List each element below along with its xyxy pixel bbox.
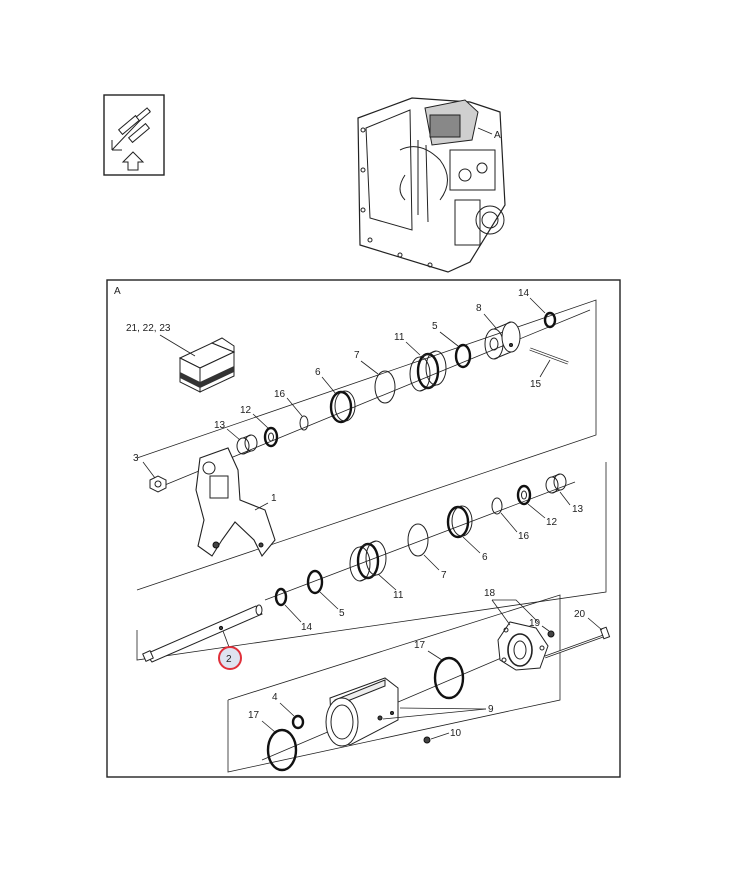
callout-6-upper: 6 bbox=[315, 367, 321, 378]
part-11-piston-upper[interactable] bbox=[409, 350, 447, 392]
group-outline-middle bbox=[136, 462, 607, 661]
detail-frame bbox=[106, 279, 621, 778]
callout-3: 3 bbox=[133, 453, 139, 464]
transmission-overview-illustration: A bbox=[357, 97, 506, 273]
part-15-pin[interactable] bbox=[529, 347, 569, 365]
callout-2: 2 bbox=[226, 654, 232, 665]
part-13-bushing-upper[interactable] bbox=[236, 434, 258, 455]
part-17-o-ring-right[interactable] bbox=[433, 656, 465, 700]
part-3-nut[interactable] bbox=[149, 475, 167, 493]
part-7-ring-upper[interactable] bbox=[374, 370, 396, 404]
overview-label-a: A bbox=[494, 130, 501, 141]
part-11-piston-lower[interactable] bbox=[349, 540, 387, 582]
part-5-ring-upper[interactable] bbox=[454, 343, 472, 369]
callout-16-lower: 16 bbox=[518, 531, 530, 542]
part-6-piston-ring-upper[interactable] bbox=[329, 390, 356, 424]
part-10-plug[interactable] bbox=[423, 736, 431, 744]
callout-13-upper: 13 bbox=[214, 420, 226, 431]
callout-6-lower: 6 bbox=[482, 552, 488, 563]
part-9-cylinder-housing[interactable] bbox=[325, 677, 399, 747]
callout-18: 18 bbox=[484, 588, 496, 599]
callout-11-lower: 11 bbox=[393, 590, 404, 601]
part-16-ring-lower[interactable] bbox=[491, 497, 503, 515]
callout-10: 10 bbox=[450, 728, 462, 739]
orientation-arrow-icon bbox=[103, 94, 165, 176]
part-2-highlight[interactable]: 2 bbox=[218, 646, 242, 670]
part-2-shift-rod[interactable] bbox=[142, 604, 263, 663]
part-12-seal-upper[interactable] bbox=[263, 426, 279, 448]
callout-5-upper: 5 bbox=[432, 321, 438, 332]
part-6-piston-ring-lower[interactable] bbox=[446, 505, 473, 539]
part-18-end-cover[interactable] bbox=[497, 621, 549, 671]
callout-19: 19 bbox=[529, 618, 541, 629]
callout-9: 9 bbox=[488, 704, 494, 715]
callout-14-lower: 14 bbox=[301, 622, 313, 633]
callout-7-lower: 7 bbox=[441, 570, 447, 581]
part-1-shift-fork[interactable] bbox=[195, 447, 276, 558]
kit-box-icon bbox=[178, 337, 236, 393]
part-4-washer[interactable] bbox=[291, 714, 305, 730]
callout-11-upper: 11 bbox=[394, 332, 405, 343]
callout-8: 8 bbox=[476, 303, 482, 314]
part-13-bushing-lower[interactable] bbox=[545, 473, 567, 494]
part-7-ring-lower[interactable] bbox=[407, 523, 429, 557]
callout-16-upper: 16 bbox=[274, 389, 286, 400]
part-14-ring-upper[interactable] bbox=[543, 311, 557, 329]
part-20-bolt[interactable] bbox=[544, 626, 611, 659]
part-8-cylinder-sleeve[interactable] bbox=[484, 321, 521, 360]
callout-5-lower: 5 bbox=[339, 608, 345, 619]
part-14-ring-lower[interactable] bbox=[274, 587, 288, 607]
callout-12-lower: 12 bbox=[546, 517, 558, 528]
callout-15: 15 bbox=[530, 379, 542, 390]
group-outline-upper bbox=[136, 299, 597, 591]
callout-12-upper: 12 bbox=[240, 405, 252, 416]
callout-17-right: 17 bbox=[414, 640, 426, 651]
callout-17-left: 17 bbox=[248, 710, 260, 721]
part-12-seal-lower[interactable] bbox=[516, 484, 532, 506]
callout-21-22-23: 21, 22, 23 bbox=[126, 323, 171, 334]
callout-20: 20 bbox=[574, 609, 586, 620]
callout-13-lower: 13 bbox=[572, 504, 584, 515]
callout-4: 4 bbox=[272, 692, 278, 703]
callout-7-upper: 7 bbox=[354, 350, 360, 361]
detail-view-label: A bbox=[114, 286, 121, 297]
callout-1: 1 bbox=[271, 493, 277, 504]
part-5-ring-lower[interactable] bbox=[306, 569, 324, 595]
part-16-ring-upper[interactable] bbox=[299, 415, 309, 431]
group-outline-lower bbox=[227, 594, 561, 773]
part-19-screw[interactable] bbox=[547, 630, 555, 638]
callout-14-upper: 14 bbox=[518, 288, 530, 299]
part-17-o-ring-left[interactable] bbox=[266, 728, 298, 772]
